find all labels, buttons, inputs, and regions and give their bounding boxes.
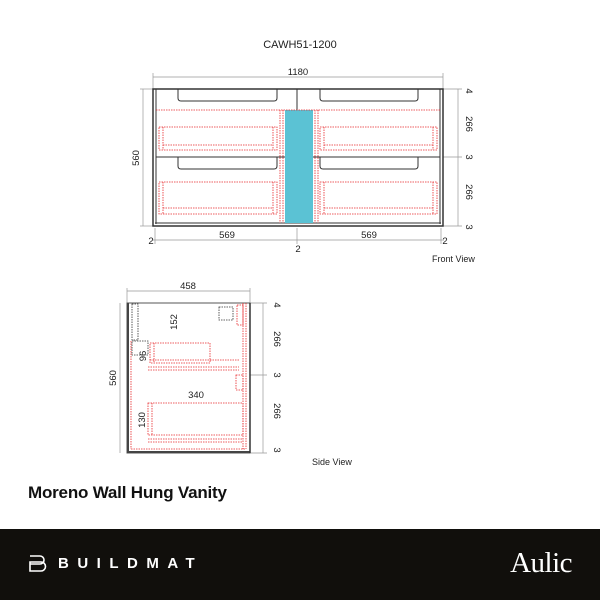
side-view: 458 560 4 266 3 266 3 152 96 340 130 Sid…: [108, 281, 352, 467]
footer: BUILDMAT Aulic: [0, 529, 600, 600]
buildmat-wordmark: BUILDMAT: [58, 554, 204, 572]
dim-label: 2: [148, 236, 153, 247]
dim-label: 4: [463, 88, 474, 93]
height-dim: 560: [108, 370, 119, 386]
dim-label: 2: [295, 244, 300, 255]
dim-label: 152: [169, 314, 180, 330]
dim-label: 266: [271, 403, 282, 419]
front-view-label: Front View: [432, 254, 475, 264]
depth-dim: 458: [180, 281, 196, 292]
dim-label: 266: [463, 116, 474, 132]
dim-label: 4: [271, 302, 282, 307]
handle-bottom-left: [177, 157, 278, 170]
height-dim: 560: [131, 150, 142, 166]
dim-label: 2: [442, 236, 447, 247]
dim-label: 3: [463, 224, 474, 229]
dim-label: 266: [463, 184, 474, 200]
aulic-logo: Aulic: [510, 547, 572, 579]
hidden-lines: [130, 303, 247, 450]
dim-label: 130: [137, 412, 148, 428]
dim-label: 340: [188, 390, 204, 401]
buildmat-b-icon: [29, 555, 47, 572]
model-code: CAWH51-1200: [263, 39, 337, 51]
side-view-label: Side View: [312, 457, 352, 467]
dim-label: 3: [463, 154, 474, 159]
product-title: Moreno Wall Hung Vanity: [28, 483, 227, 502]
dim-label: 569: [219, 230, 235, 241]
buildmat-logo: BUILDMAT: [28, 553, 203, 573]
handle-bottom-right: [319, 157, 419, 170]
dim-label: 266: [271, 331, 282, 347]
dim-label: 3: [271, 372, 282, 377]
dim-label: 96: [138, 351, 149, 362]
width-dim: 1180: [288, 67, 308, 78]
dim-label: 3: [271, 447, 282, 452]
dim-label: 569: [361, 230, 377, 241]
front-view: 1180 560 4 266 3 266 3 2 569 2 569 2 Fro…: [131, 67, 475, 264]
handle-top-right: [319, 89, 419, 102]
center-strip: [285, 110, 313, 223]
handle-top-left: [177, 89, 278, 102]
hidden-lines: [156, 109, 440, 223]
